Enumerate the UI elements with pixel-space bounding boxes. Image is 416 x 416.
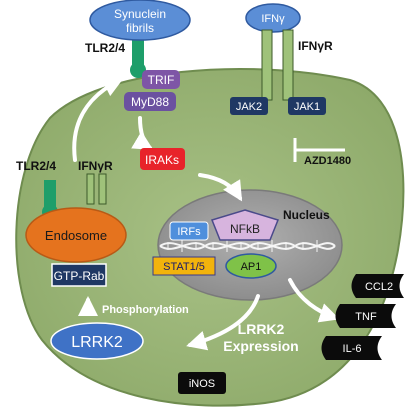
gtp-rab-label: GTP-Rab <box>54 269 105 283</box>
ifngr-top-label: IFNγR <box>298 39 333 53</box>
arrow-iraks-to-nucleus <box>198 173 243 202</box>
trif-box <box>142 70 180 89</box>
jak1-box <box>288 97 326 115</box>
arrow-myd88-to-iraks <box>131 116 154 151</box>
jak1-label: JAK1 <box>294 101 320 113</box>
irfs-box <box>169 221 209 241</box>
tlr24-top-label: TLR2/4 <box>85 41 125 55</box>
ifngr-left-label: IFNγR <box>78 159 113 173</box>
jak2-box <box>230 97 268 115</box>
irfs-label: IRFs <box>177 226 201 238</box>
nfkb-pentagon <box>210 209 280 241</box>
tlr24-receptor-top <box>130 38 146 78</box>
tlr24-left-label: TLR2/4 <box>16 159 56 173</box>
synuclein-label-1: Synuclein <box>114 7 166 21</box>
myd88-box <box>124 92 176 111</box>
iraks-label: IRAKs <box>145 153 179 167</box>
inos-label: iNOS <box>189 378 215 390</box>
ifng-label: IFNγ <box>261 13 285 25</box>
il6-label: IL-6 <box>343 343 362 355</box>
dna-helix <box>159 240 336 252</box>
jak2-label: JAK2 <box>236 101 262 113</box>
ap1-ellipse <box>225 253 277 279</box>
ifngr-receptor-left <box>86 173 107 205</box>
arrow-endosome-to-tlr <box>72 78 124 162</box>
tnf-flag <box>335 304 396 328</box>
endosome-label: Endosome <box>45 228 107 243</box>
endosome <box>25 207 127 263</box>
ap1-label: AP1 <box>241 261 262 273</box>
azd1480-inhibition <box>293 138 345 162</box>
iraks-box <box>140 148 185 170</box>
ifng-ligand <box>245 3 301 33</box>
lrrk2-expression-label-2: Expression <box>223 338 298 354</box>
synuclein-label-2: fibrils <box>126 21 154 35</box>
il6-flag <box>321 336 382 360</box>
arrow-nucleus-to-lrrk2 <box>186 294 260 351</box>
nucleus-label: Nucleus <box>283 208 330 222</box>
lrrk2-label: LRRK2 <box>71 334 123 351</box>
inos-box <box>178 372 226 394</box>
nfkb-label: NFkB <box>230 222 260 236</box>
azd1480-label: AZD1480 <box>304 155 351 167</box>
phosphorylation-label: Phosphorylation <box>102 304 189 316</box>
lrrk2-protein <box>50 322 144 360</box>
stat-box <box>152 256 216 276</box>
arrow-nucleus-to-tnf <box>288 278 340 323</box>
trif-label: TRIF <box>148 73 175 87</box>
tnf-label: TNF <box>355 311 377 323</box>
lrrk2-expression-label-1: LRRK2 <box>238 321 285 337</box>
gtp-rab-box <box>51 263 107 287</box>
synuclein-fibrils <box>89 0 191 41</box>
pathway-arrows <box>72 78 340 351</box>
stat-label: STAT1/5 <box>163 261 205 273</box>
ccl2-flag <box>351 274 404 298</box>
ccl2-label: CCL2 <box>365 281 393 293</box>
myd88-label: MyD88 <box>131 95 169 109</box>
